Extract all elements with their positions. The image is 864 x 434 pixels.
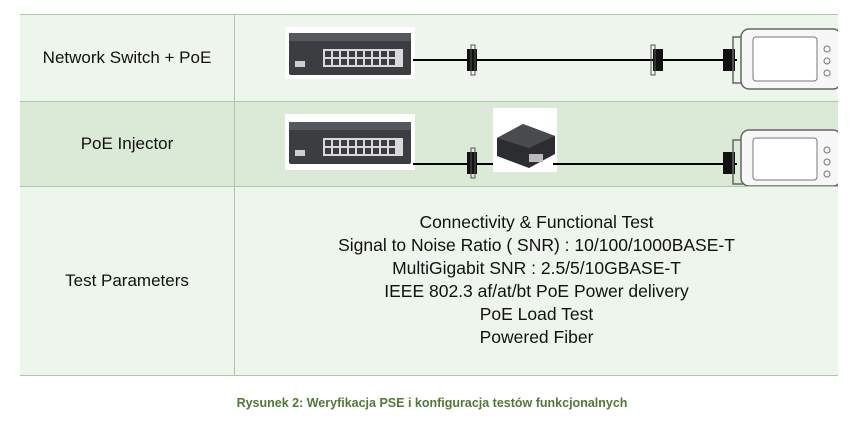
test-parameter: PoE Load Test — [479, 304, 594, 324]
label-cell: PoE Injector — [20, 102, 235, 186]
connector-plug-icon — [467, 147, 477, 179]
cable-tester-icon — [723, 28, 838, 90]
row-test-parameters: Test Parameters Connectivity & Functiona… — [20, 187, 838, 375]
switch-to-tester-diagram — [285, 27, 838, 90]
test-parameter: IEEE 802.3 af/at/bt PoE Power delivery — [384, 281, 689, 301]
connector-plug-icon — [467, 44, 477, 76]
poe-injector-icon — [493, 108, 557, 172]
cable-tester-icon — [723, 129, 838, 186]
figure-caption: Rysunek 2: Weryfikacja PSE i konfiguracj… — [236, 396, 628, 410]
label-cell: Network Switch + PoE — [20, 15, 235, 101]
test-parameters-list: Connectivity & Functional Test Signal to… — [235, 211, 838, 349]
test-parameter: Connectivity & Functional Test — [419, 212, 654, 232]
network-switch-icon — [285, 27, 415, 79]
parameters-cell: Connectivity & Functional Test Signal to… — [235, 187, 838, 375]
test-parameter: Powered Fiber — [479, 327, 594, 347]
row-label: Test Parameters — [65, 271, 189, 290]
row-poe-injector: PoE Injector — [20, 102, 838, 187]
test-configuration-table: Network Switch + PoE — [20, 14, 838, 376]
connector-plug-icon — [650, 44, 663, 76]
row-network-switch-poe: Network Switch + PoE — [20, 15, 838, 102]
switch-injector-tester-diagram — [285, 108, 838, 186]
test-parameter: MultiGigabit SNR : 2.5/5/10GBASE-T — [392, 258, 681, 278]
row-label: Network Switch + PoE — [42, 48, 212, 67]
network-switch-icon — [285, 114, 415, 170]
test-parameter: Signal to Noise Ratio ( SNR) : 10/100/10… — [338, 235, 735, 255]
diagram-cell — [235, 102, 838, 186]
row-label: PoE Injector — [80, 134, 174, 153]
diagram-cell — [235, 15, 838, 101]
label-cell: Test Parameters — [20, 187, 235, 375]
